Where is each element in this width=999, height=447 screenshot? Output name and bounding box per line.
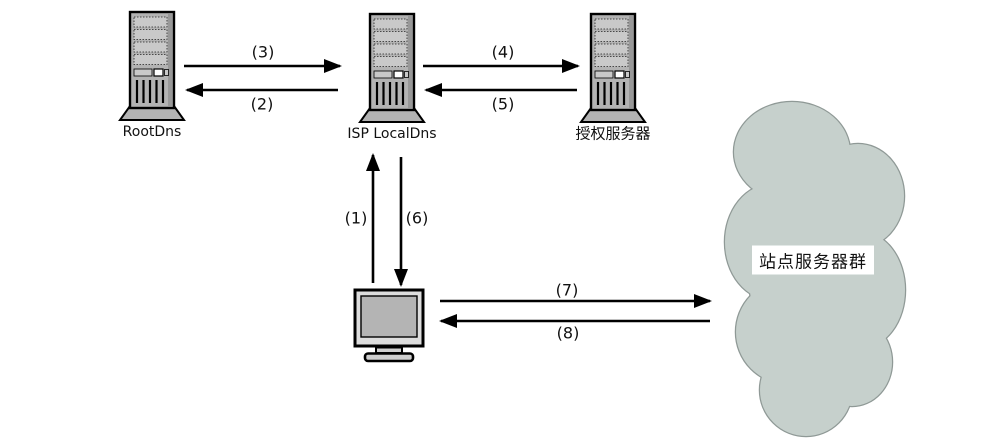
server-icon-auth-server (579, 12, 647, 123)
label-step-8: (8) (556, 323, 580, 343)
label-site-cluster: 站点服务器群 (752, 245, 874, 275)
label-step-2: (2) (250, 94, 274, 114)
client-computer-icon (353, 288, 425, 363)
label-step-3: (3) (251, 42, 275, 62)
server-icon-isp-localdns (358, 12, 426, 123)
label-step-7: (7) (555, 280, 579, 300)
label-root-dns: RootDns (122, 124, 182, 140)
label-step-1: (1) (344, 208, 368, 228)
label-step-4: (4) (491, 42, 515, 62)
server-icon-rootdns (118, 10, 186, 121)
label-step-5: (5) (491, 94, 515, 114)
label-auth-server: 授权服务器 (575, 124, 651, 143)
label-isp-local-dns: ISP LocalDns (347, 126, 437, 142)
label-step-6: (6) (405, 208, 429, 228)
